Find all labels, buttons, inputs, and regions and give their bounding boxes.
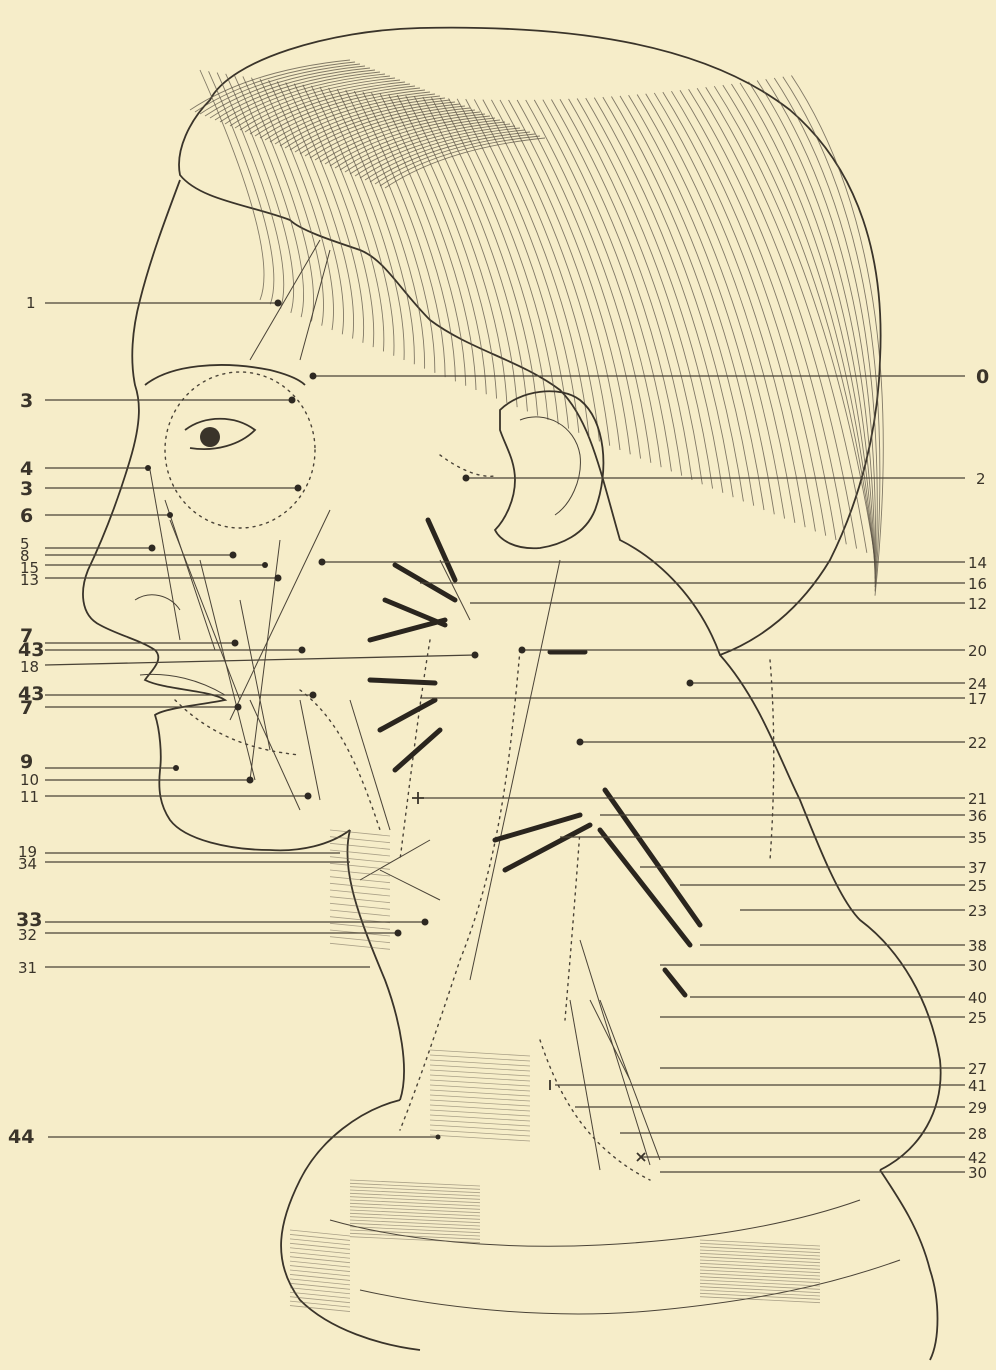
stipple-shading — [290, 830, 820, 1312]
label-30-upper: 30 — [968, 957, 987, 975]
label-14: 14 — [968, 554, 987, 572]
label-17: 17 — [968, 690, 987, 708]
label-44: 44 — [8, 1126, 34, 1148]
label-36: 36 — [968, 807, 987, 825]
left-number-labels: 1 3 4 3 6 5 8 15 13 7 43 18 43 7 9 10 11… — [8, 294, 44, 1148]
label-32: 32 — [18, 926, 37, 944]
label-18: 18 — [20, 658, 39, 676]
heavy-strokes — [370, 520, 700, 995]
label-2: 2 — [976, 470, 986, 488]
label-3-upper: 3 — [20, 390, 33, 412]
label-16: 16 — [968, 575, 987, 593]
label-38: 38 — [968, 937, 987, 955]
label-31: 31 — [18, 959, 37, 977]
label-4: 4 — [20, 458, 33, 480]
label-6: 6 — [20, 505, 33, 527]
label-3-lower: 3 — [20, 478, 33, 500]
label-29: 29 — [968, 1099, 987, 1117]
left-leaders — [45, 300, 479, 1140]
label-28: 28 — [968, 1125, 987, 1143]
label-10: 10 — [20, 771, 39, 789]
label-34: 34 — [18, 855, 37, 873]
head-outline — [83, 180, 941, 1360]
label-25-upper: 25 — [968, 877, 987, 895]
label-35: 35 — [968, 829, 987, 847]
label-21: 21 — [968, 790, 987, 808]
label-40: 40 — [968, 989, 987, 1007]
label-9: 9 — [20, 751, 33, 773]
hair — [179, 28, 883, 655]
right-number-labels: 0 2 14 16 12 20 24 17 22 21 36 35 37 25 … — [968, 366, 989, 1182]
label-23: 23 — [968, 902, 987, 920]
label-12: 12 — [968, 595, 987, 613]
label-20: 20 — [968, 642, 987, 660]
facial-lines — [150, 240, 660, 1170]
label-0: 0 — [976, 366, 989, 388]
label-30-lower: 30 — [968, 1164, 987, 1182]
label-11: 11 — [20, 788, 39, 806]
label-7-lower: 7 — [20, 697, 33, 719]
label-27: 27 — [968, 1060, 987, 1078]
label-1: 1 — [26, 294, 36, 312]
label-41: 41 — [968, 1077, 987, 1095]
label-13: 13 — [20, 571, 39, 589]
label-22: 22 — [968, 734, 987, 752]
label-37: 37 — [968, 859, 987, 877]
dotted-regions — [165, 372, 774, 1180]
label-25-lower: 25 — [968, 1009, 987, 1027]
